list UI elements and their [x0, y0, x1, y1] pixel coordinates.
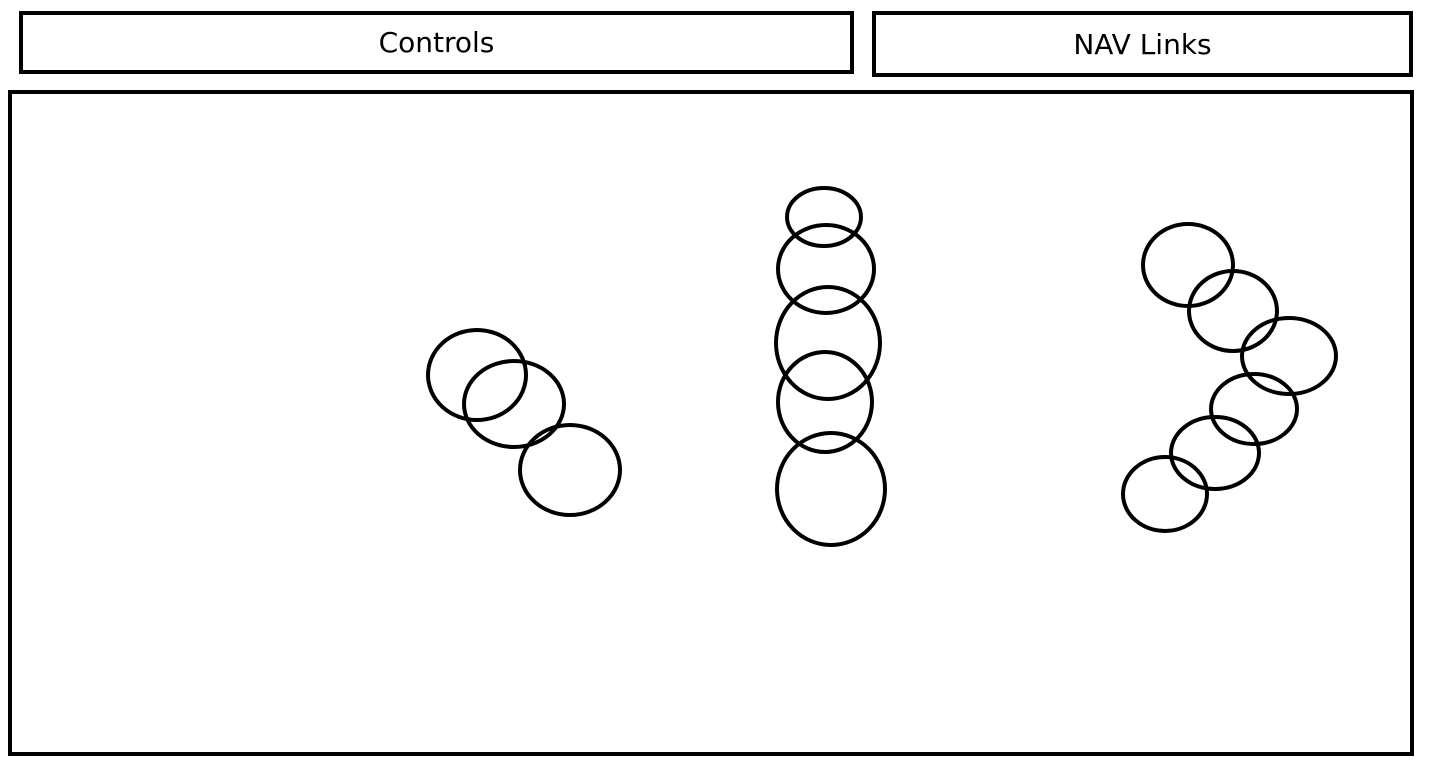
controls-label: Controls — [378, 26, 495, 59]
main-canvas[interactable] — [8, 90, 1414, 756]
nav-links-label: NAV Links — [1073, 27, 1212, 61]
controls-panel[interactable]: Controls — [19, 11, 854, 74]
nav-links-panel[interactable]: NAV Links — [872, 11, 1413, 77]
